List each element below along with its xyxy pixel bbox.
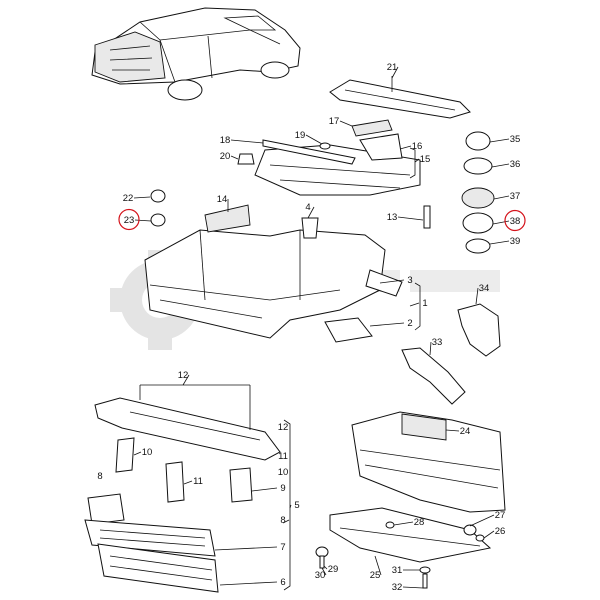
leader-line-16: [399, 145, 412, 150]
cowl-panel: [254, 76, 471, 196]
part-label-28[interactable]: 28: [414, 517, 425, 528]
assembled-front-panel: [351, 411, 506, 513]
part-label-26[interactable]: 26: [495, 526, 506, 537]
car-illustration: [91, 7, 301, 101]
small-fasteners: [150, 142, 431, 229]
part-label-12[interactable]: 12: [178, 370, 189, 381]
part-label-15[interactable]: 15: [420, 154, 431, 165]
leader-line-1: [409, 302, 420, 307]
part-label-4[interactable]: 4: [305, 202, 310, 213]
leader-line-10: [133, 451, 142, 456]
part-label-10-repeat[interactable]: 10: [278, 467, 289, 478]
part-label-8-repeat[interactable]: 8: [97, 471, 102, 482]
leader-line-30: [321, 567, 327, 576]
leader-line-36: [491, 163, 510, 168]
part-label-19[interactable]: 19: [295, 130, 306, 141]
leader-line-32: [402, 586, 424, 589]
rubber-grommets: [461, 131, 495, 254]
part-label-39[interactable]: 39: [510, 236, 521, 247]
leader-line-33: [429, 341, 432, 356]
leader-line-8: [282, 519, 290, 524]
leader-line-12: [182, 374, 190, 386]
leader-line-22: [133, 196, 151, 199]
leader-line-28: [393, 521, 414, 526]
leader-line-2: [369, 322, 405, 327]
leader-line-19: [305, 134, 323, 145]
leader-line-38: [492, 220, 510, 225]
part-label-37[interactable]: 37: [510, 191, 521, 202]
leader-line-25: [374, 555, 382, 576]
leader-line-35: [489, 138, 510, 143]
leader-line-6: [219, 581, 278, 586]
leader-lines: [133, 66, 510, 589]
part-label-10[interactable]: 10: [142, 447, 153, 458]
leader-line-23: [134, 219, 152, 222]
part-label-12-repeat[interactable]: 12: [278, 422, 289, 433]
part-label-14[interactable]: 14: [217, 194, 228, 205]
highlight-ring-38: [504, 209, 526, 232]
leader-line-15: [414, 158, 420, 163]
leader-line-11: [183, 480, 193, 485]
inner-wheel-housing: [401, 303, 501, 405]
part-label-30[interactable]: 30: [315, 570, 326, 581]
leader-line-26: [483, 530, 495, 539]
front-spoiler: [329, 507, 492, 563]
leader-line-21: [391, 66, 399, 79]
part-label-21[interactable]: 21: [387, 62, 398, 73]
part-label-13[interactable]: 13: [387, 212, 398, 223]
part-label-17[interactable]: 17: [329, 116, 340, 127]
part-label-22[interactable]: 22: [123, 193, 134, 204]
group-brackets: [283, 147, 421, 591]
part-label-35[interactable]: 35: [510, 134, 521, 145]
highlight-ring-23: [118, 208, 140, 231]
leader-line-27: [469, 514, 495, 527]
leader-line-18: [230, 139, 264, 144]
leader-line-5: [289, 504, 292, 509]
mounting-brackets: [87, 437, 253, 525]
part-label-3[interactable]: 3: [407, 275, 412, 286]
part-label-29[interactable]: 29: [328, 564, 339, 575]
front-body-assembly: [144, 204, 403, 343]
part-label-1[interactable]: 1: [422, 298, 427, 309]
part-label-11-repeat[interactable]: 11: [278, 451, 288, 462]
part-label-32[interactable]: 32: [392, 582, 403, 593]
part-label-18[interactable]: 18: [220, 135, 231, 146]
part-label-31[interactable]: 31: [392, 565, 403, 576]
leader-line-37: [493, 195, 510, 200]
part-label-25[interactable]: 25: [370, 570, 381, 581]
leader-line-3: [379, 279, 405, 284]
leader-line-17: [339, 120, 353, 127]
leader-line-7: [214, 546, 278, 551]
leader-line-9: [251, 487, 278, 492]
part-label-9[interactable]: 9: [280, 483, 285, 494]
leader-line-13: [397, 216, 424, 221]
leader-line-29: [323, 565, 328, 570]
part-label-24[interactable]: 24: [460, 426, 471, 437]
leader-line-34: [475, 287, 479, 305]
part-label-20[interactable]: 20: [220, 151, 231, 162]
part-label-2[interactable]: 2: [407, 318, 412, 329]
part-label-33[interactable]: 33: [432, 337, 443, 348]
part-label-34[interactable]: 34: [479, 283, 490, 294]
leader-line-4: [307, 206, 315, 219]
part-label-5[interactable]: 5: [294, 500, 299, 511]
part-label-8[interactable]: 8: [280, 515, 285, 526]
part-label-7[interactable]: 7: [280, 542, 285, 553]
part-label-38[interactable]: 38: [510, 216, 521, 227]
grille-panels: [84, 519, 219, 593]
front-crossmember: [94, 384, 281, 461]
part-label-6[interactable]: 6: [280, 577, 285, 588]
part-label-16[interactable]: 16: [412, 141, 423, 152]
part-label-23[interactable]: 23: [124, 215, 135, 226]
part-label-36[interactable]: 36: [510, 159, 521, 170]
leader-line-20: [230, 155, 239, 160]
part-label-27[interactable]: 27: [495, 510, 506, 521]
leader-line-24: [445, 429, 460, 432]
leader-line-39: [489, 240, 510, 245]
part-label-11[interactable]: 11: [193, 476, 203, 487]
